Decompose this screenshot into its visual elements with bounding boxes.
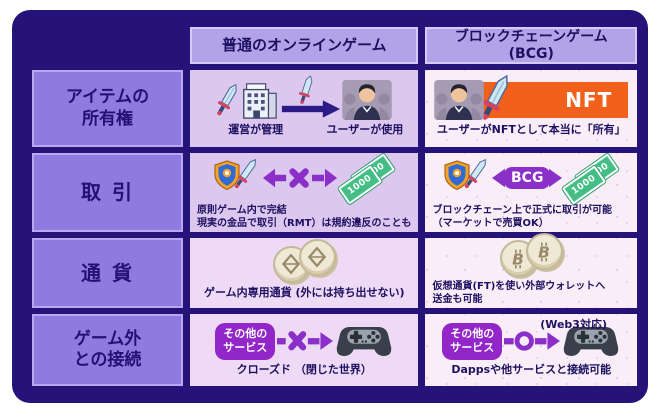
cell-trading-normal: 1000 1000 原則ゲーム内で完結 現実の金品で取引（RMT）は規約違反のこ… — [190, 153, 419, 232]
column-header-normal-game: 普通のオンラインゲーム — [190, 27, 419, 64]
other-services-badge-line2: サービス — [223, 341, 268, 355]
other-services-badge-line1: その他の — [450, 327, 495, 341]
trading-bcg-icons: BCG 1000 1000 — [444, 153, 620, 205]
trading-bcg-line1: ブロックチェーン上で正式に取引が可能 — [432, 204, 634, 217]
web3-note: (Web3対応) — [540, 318, 607, 331]
ownership-bcg-caption: ユーザーがNFTとして本当に「所有」 — [437, 123, 626, 137]
sword-icon — [299, 75, 313, 105]
cell-trading-bcg: BCG 1000 1000 ブロックチェーン上で正式に取引が可能 （マーケットで… — [425, 153, 637, 232]
blocked-connection-icon — [277, 331, 334, 351]
row-header-item-ownership-line1: アイテムの — [65, 87, 150, 108]
open-connection-icon — [504, 331, 561, 351]
gamepad-icon — [337, 327, 392, 357]
bcg-badge: BCG — [504, 167, 551, 189]
trading-bcg-line1-bold: 取引が可能 — [561, 205, 612, 216]
shield-sword-icon — [444, 158, 487, 191]
comparison-table: 普通のオンラインゲーム ブロックチェーンゲーム (BCG) アイテムの 所有権 … — [32, 27, 637, 388]
trading-normal-line1: 原則ゲーム内で完結 — [197, 205, 287, 216]
gamepad-icon — [564, 327, 619, 357]
svg-text:B: B — [512, 250, 524, 268]
user-avatar-icon — [342, 80, 392, 121]
currency-bcg-line2: 送金も可能 — [432, 293, 634, 306]
ownership-normal-captions: 運営が管理 ユーザーが使用 — [195, 123, 413, 137]
trading-bcg-line2-bold: （マーケットで売買OK） — [432, 218, 549, 229]
bcg-trade-arrow: BCG — [492, 166, 563, 190]
sword-icon — [482, 74, 509, 120]
column-header-bcg-label-line1: ブロックチェーンゲーム — [454, 29, 608, 46]
column-header-normal-game-label: 普通のオンラインゲーム — [221, 35, 387, 54]
ownership-bcg-icons: NFT — [434, 74, 629, 120]
company-building-icon — [243, 83, 277, 120]
row-header-trading-label: 取 引 — [81, 180, 134, 204]
ownership-bcg-caption-normal: ユーザーがNFTとして本当に — [436, 122, 582, 136]
connection-normal-caption: クローズド （閉じた世界） — [236, 363, 372, 377]
other-services-badge: その他の サービス — [442, 323, 503, 360]
connection-normal-icons: その他の サービス — [215, 322, 393, 360]
comparison-card: 普通のオンラインゲーム ブロックチェーンゲーム (BCG) アイテムの 所有権 … — [12, 10, 648, 403]
shield-sword-icon — [214, 158, 257, 191]
sword-icon — [217, 83, 237, 116]
btc-coin-icon: B — [525, 233, 563, 270]
currency-bcg-line2-bold: 送金も可能 — [432, 294, 483, 305]
other-services-badge-line1: その他の — [223, 327, 268, 341]
transfer-arrow-group — [281, 75, 341, 121]
cell-currency-normal: ゲーム内専用通貨 (外には持ち出せない) — [190, 238, 419, 308]
row-header-item-ownership-line2: 所有権 — [82, 108, 133, 129]
column-header-bcg: ブロックチェーンゲーム (BCG) — [425, 27, 637, 64]
cell-currency-bcg: B B 仮想通貨(FT)を使い外部ウォレットへ 送金も可能 — [425, 233, 637, 308]
other-services-badge: その他の サービス — [215, 323, 276, 360]
caption-user-uses: ユーザーが使用 — [326, 123, 404, 137]
other-services-badge-line2: サービス — [450, 341, 495, 355]
trading-bcg-captions: ブロックチェーン上で正式に取引が可能 （マーケットで売買OK） — [428, 204, 634, 230]
caption-operator-manages: 運営が管理 — [228, 123, 284, 137]
row-header-item-ownership: アイテムの 所有権 — [32, 70, 183, 147]
right-arrowhead-icon — [549, 168, 563, 188]
row-header-external-connection-line2: との接続 — [73, 350, 142, 370]
trading-normal-captions: 原則ゲーム内で完結 現実の金品で取引（RMT）は規約違反のことも — [193, 204, 415, 230]
right-arrow-icon — [282, 100, 341, 118]
connection-bcg-caption-normal: Dappsや他サービスと — [451, 363, 568, 377]
trading-normal-line2: 現実の金品で取引（RMT）は規約違反のことも — [197, 218, 412, 229]
trading-bcg-line1-normal: ブロックチェーン上で正式に — [432, 205, 562, 216]
trading-bcg-line2: （マーケットで売買OK） — [432, 217, 634, 230]
ownership-normal-icons — [216, 75, 392, 121]
nft-banner: NFT — [474, 74, 629, 120]
user-avatar-icon — [434, 79, 484, 120]
svg-text:B: B — [538, 243, 550, 261]
row-header-external-connection: ゲーム外 との接続 — [32, 314, 183, 386]
currency-bcg-line1: 仮想通貨(FT)を使い外部ウォレットへ — [432, 281, 606, 292]
row-header-currency: 通 貨 — [32, 238, 183, 308]
row-header-trading: 取 引 — [32, 153, 183, 232]
cell-ownership-normal: 運営が管理 ユーザーが使用 — [190, 70, 419, 147]
trading-normal-icons: 1000 1000 — [214, 153, 396, 205]
btc-coins-icon: B B — [499, 233, 563, 277]
money-icon: 1000 1000 — [338, 153, 396, 205]
left-arrowhead-icon — [492, 168, 505, 188]
connection-bcg-icons: その他の サービス — [442, 322, 620, 360]
cell-connection-bcg: (Web3対応) その他の サービス Dappsや他サービスと接続可能 — [425, 314, 637, 386]
currency-bcg-captions: 仮想通貨(FT)を使い外部ウォレットへ 送金も可能 — [428, 280, 634, 306]
connection-bcg-caption: Dappsや他サービスと接続可能 — [451, 363, 611, 377]
connection-bcg-caption-bold: 接続可能 — [567, 363, 612, 377]
no-trade-arrow-icon — [263, 168, 338, 188]
ownership-bcg-caption-bold: 「所有」 — [581, 122, 626, 136]
money-icon: 1000 1000 — [562, 153, 620, 205]
eth-coin-icon — [298, 238, 336, 276]
row-header-currency-label: 通 貨 — [81, 260, 134, 285]
cell-ownership-bcg: NFT ユーザーがNFTとして本当に「所有」 — [425, 70, 637, 147]
currency-normal-caption: ゲーム内専用通貨 (外には持ち出せない) — [203, 285, 405, 299]
column-header-bcg-label-line2: (BCG) — [508, 45, 554, 62]
nft-label: NFT — [565, 87, 613, 112]
eth-coins-icon — [272, 238, 336, 283]
row-header-external-connection-line1: ゲーム外 — [73, 328, 142, 349]
cell-connection-normal: その他の サービス クローズド （閉じた世界） — [190, 314, 419, 386]
